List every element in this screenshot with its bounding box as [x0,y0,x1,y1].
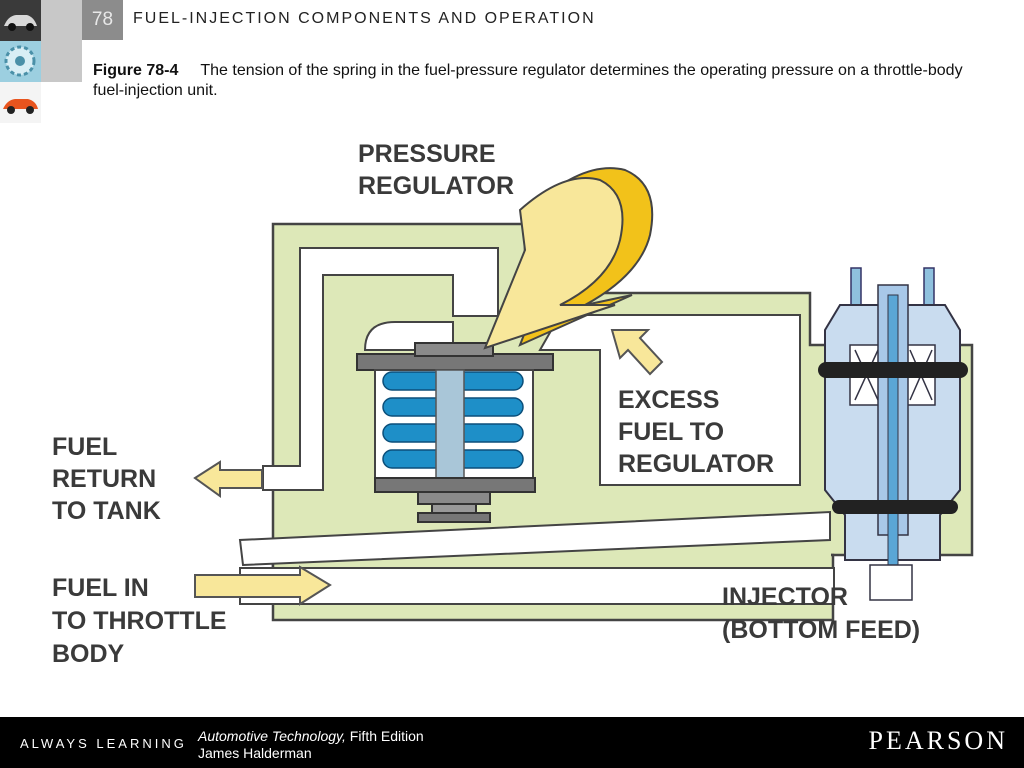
label-pressure-regulator: PRESSURE REGULATOR [358,140,514,200]
header-gray-block [41,0,82,82]
label-excess-fuel: EXCESS FUEL TO REGULATOR [618,386,774,478]
pressure-regulator-arrow [483,177,624,350]
gear-thumbnail-icon [0,41,41,82]
regulator-bottom-plate [374,477,536,493]
fuel-return-arrow [193,460,263,498]
book-author: James Halderman [198,745,312,761]
footer-slogan: ALWAYS LEARNING [20,736,187,751]
caption-text: The tension of the spring in the fuel-pr… [93,62,963,99]
footer-bar: ALWAYS LEARNING Automotive Technology, F… [0,717,1024,768]
publisher-logo: PEARSON [868,726,1008,755]
figure-label: Figure 78-4 [93,62,179,79]
label-fuel-in: FUEL IN TO THROTTLE BODY [52,574,233,668]
injector [818,267,968,601]
excess-fuel-arrow [610,329,664,376]
book-credit: Automotive Technology, Fifth Edition Jam… [198,728,424,762]
fuel-in-channel [238,510,831,567]
label-fuel-return: FUEL RETURN TO TANK [52,433,163,525]
label-injector: INJECTOR (BOTTOM FEED) [722,583,920,644]
book-title: Automotive Technology, [198,728,346,744]
fuel-regulator-diagram: PRESSURE REGULATOR EXCESS FUEL TO REGULA… [52,140,974,668]
fuel-in-arrow [194,565,332,606]
sports-car-thumbnail-icon [0,82,41,123]
chapter-thumbnails [0,0,41,123]
car-thumbnail-icon [0,0,41,41]
chapter-title: FUEL-INJECTION COMPONENTS AND OPERATION [133,10,596,27]
return-channel [262,247,499,491]
book-edition: Fifth Edition [349,728,424,744]
chapter-number: 78 [82,0,123,40]
